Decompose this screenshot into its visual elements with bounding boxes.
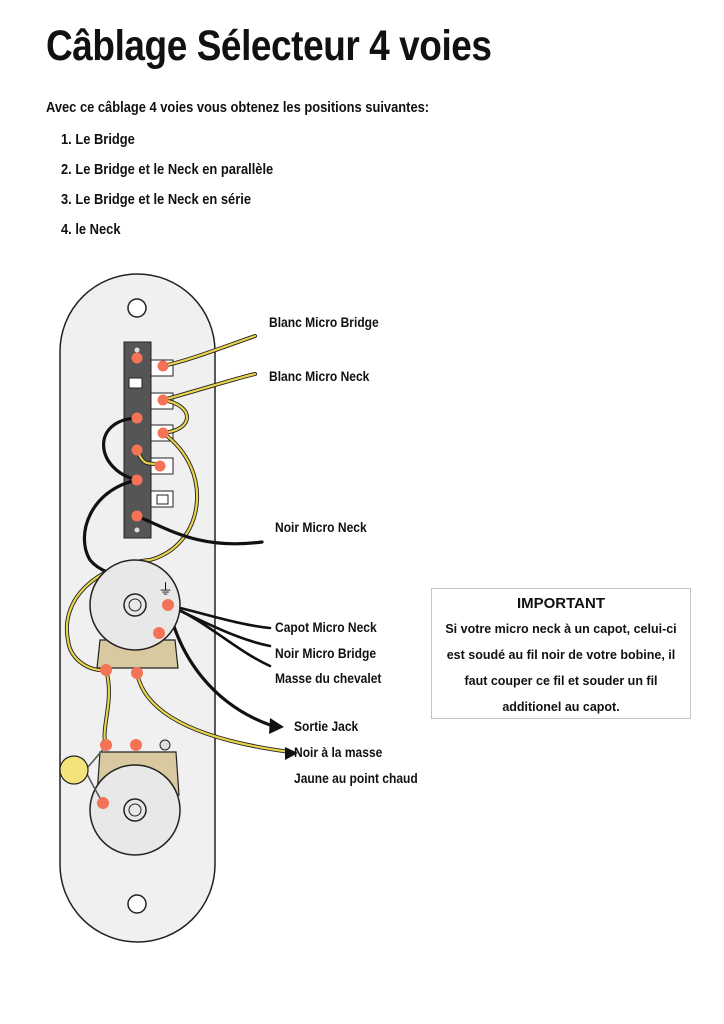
wire-noir-micro-neck bbox=[135, 514, 264, 546]
label-noir-micro-bridge: Noir Micro Bridge bbox=[275, 645, 377, 661]
position-item: 2. Le Bridge et le Neck en parallèle bbox=[61, 161, 274, 178]
screw-hole-bottom bbox=[127, 894, 147, 914]
positions-list: 1. Le Bridge 2. Le Bridge et le Neck en … bbox=[61, 129, 308, 249]
important-title: IMPORTANT bbox=[516, 595, 606, 612]
wire-capot-micro-neck bbox=[166, 603, 272, 630]
intro-text: Avec ce câblage 4 voies vous obtenez les… bbox=[46, 99, 430, 116]
label-masse-du-chevalet: Masse du chevalet bbox=[275, 670, 382, 686]
tone-pot-icon bbox=[89, 751, 181, 856]
label-blanc-micro-neck: Blanc Micro Neck bbox=[269, 368, 370, 384]
arrow-noir-masse bbox=[285, 747, 298, 760]
page-title: Câblage Sélecteur 4 voies bbox=[46, 22, 492, 70]
label-blanc-micro-bridge: Blanc Micro Bridge bbox=[269, 314, 379, 330]
wire-blanc-micro-neck bbox=[161, 372, 257, 402]
arrow-sortie-jack bbox=[269, 718, 284, 734]
screw-hole-top bbox=[127, 298, 147, 318]
wire-blanc-micro-bridge bbox=[161, 334, 257, 368]
wire-black-loop bbox=[102, 416, 139, 482]
position-item: 3. Le Bridge et le Neck en série bbox=[61, 191, 252, 208]
label-sortie-jack: Sortie Jack bbox=[294, 718, 359, 734]
important-note: IMPORTANT Si votre micro neck à un capot… bbox=[431, 588, 691, 719]
tone-pot-lug bbox=[159, 739, 171, 751]
label-noir-a-la-masse: Noir à la masse bbox=[294, 744, 383, 760]
position-item: 1. Le Bridge bbox=[61, 131, 135, 148]
capacitor-icon bbox=[59, 755, 89, 785]
label-capot-micro-neck: Capot Micro Neck bbox=[275, 619, 377, 635]
wire-jumper bbox=[161, 398, 189, 435]
label-jaune-au-point-chaud: Jaune au point chaud bbox=[294, 770, 418, 786]
label-noir-micro-neck: Noir Micro Neck bbox=[275, 519, 367, 535]
volume-pot-icon bbox=[89, 559, 181, 669]
ground-symbol: ⏚ bbox=[158, 580, 173, 598]
solder-points bbox=[97, 352, 174, 809]
important-body: Si votre micro neck à un capot, celui-ci… bbox=[445, 622, 677, 714]
wire-jaune-point-chaud bbox=[135, 671, 292, 754]
position-item: 4. le Neck bbox=[61, 221, 121, 238]
